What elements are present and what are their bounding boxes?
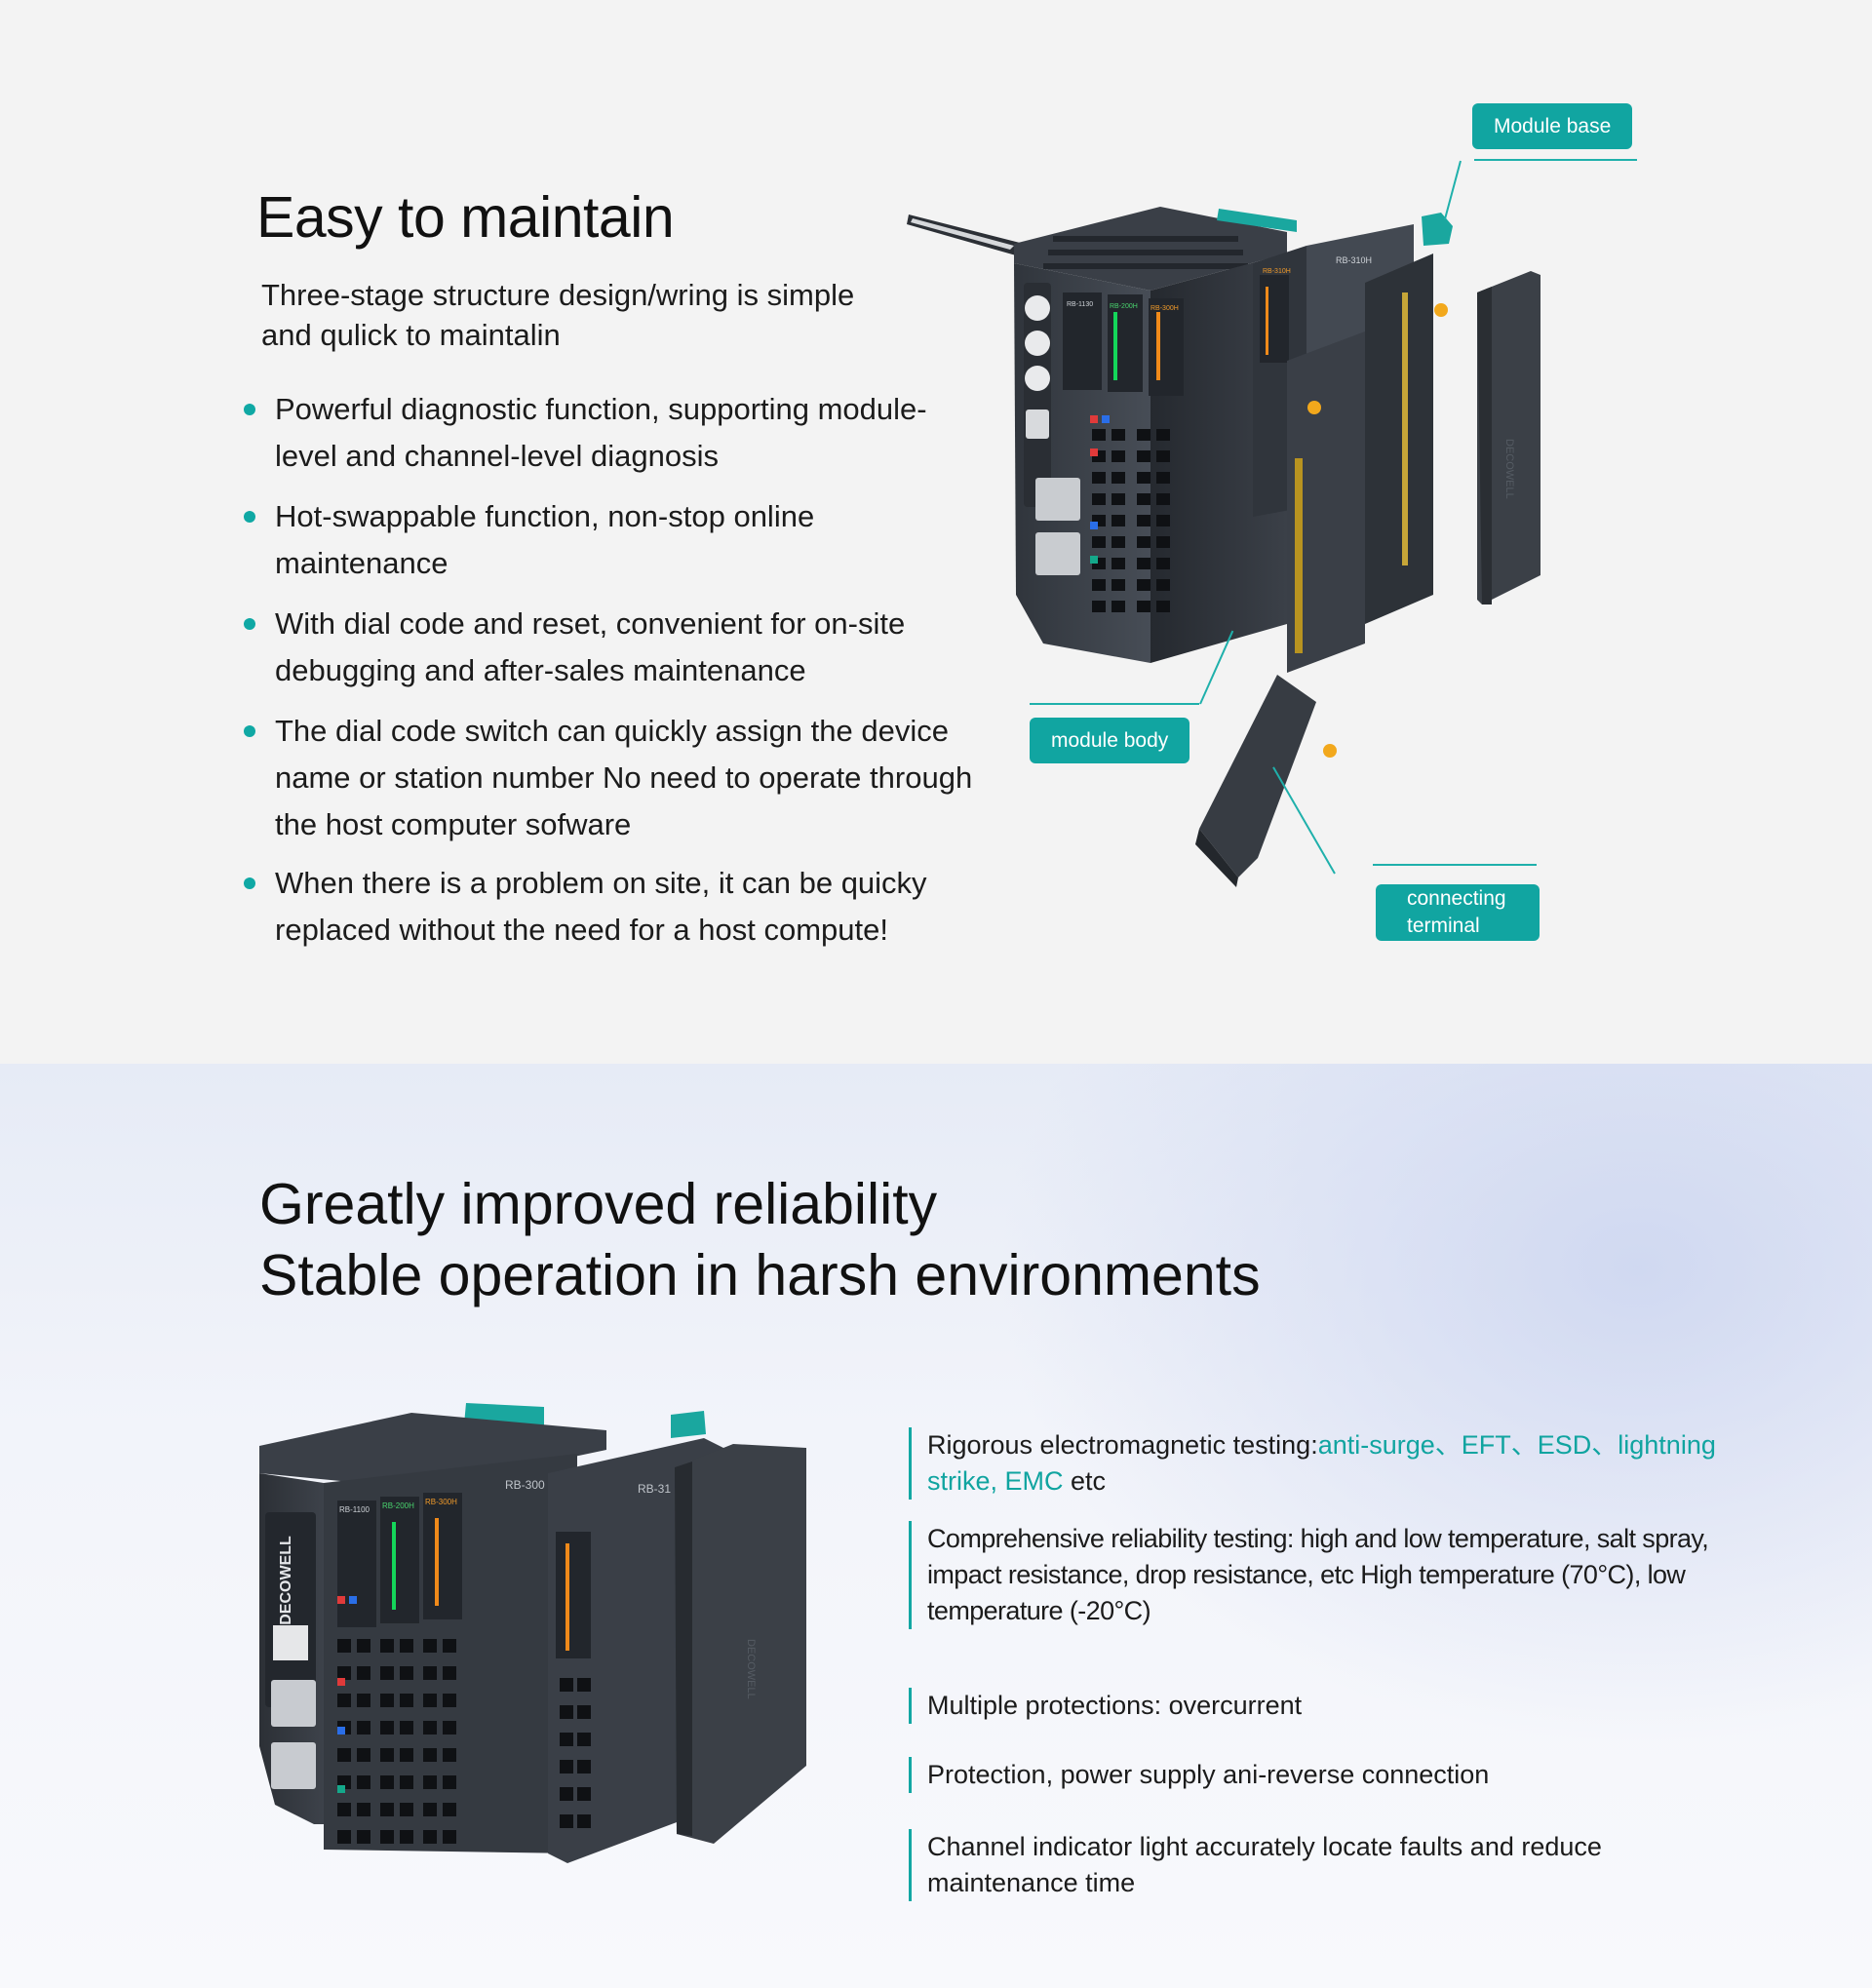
feature-item: When there is a problem on site, it can … (242, 860, 983, 954)
callout-line (1030, 703, 1199, 705)
brand-label: DECOWELL (1503, 439, 1515, 499)
spec-item: Multiple protections: overcurrent (909, 1688, 1747, 1724)
bullet-dot-icon (244, 877, 255, 889)
model-label: RB-200H (382, 1501, 414, 1510)
feature-item: Hot-swappable function, non-stop online … (242, 493, 983, 587)
feature-item: With dial code and reset, convenient for… (242, 601, 983, 694)
feature-item: Powerful diagnostic function, supporting… (242, 386, 983, 480)
bullet-dot-icon (244, 511, 255, 523)
reliability-title-line2: Stable operation in harsh environments (256, 1240, 1264, 1311)
bullet-dot-icon (244, 725, 255, 737)
model-label: RB-200H (1110, 303, 1138, 310)
spec-item: Rigorous electromagnetic testing:anti-su… (909, 1427, 1747, 1500)
connecting-terminal-callout: connecting terminal (1376, 884, 1540, 941)
maintain-title-text: Easy to maintain (256, 185, 675, 250)
model-label: RB-1100 (339, 1505, 370, 1514)
maintain-intro: Three-stage structure design/wring is si… (261, 278, 855, 352)
brand-label: DECOWELL (278, 1536, 294, 1625)
maintain-title: Easy to maintain (256, 183, 675, 252)
model-label: RB-300H (1150, 305, 1179, 312)
model-label: RB-310H (1263, 268, 1291, 275)
spec-item: Comprehensive reliability testing: high … (909, 1521, 1747, 1629)
bullet-dot-icon (244, 404, 255, 415)
model-label: RB-1130 (1067, 301, 1093, 308)
module-base-callout: Module base (1472, 103, 1633, 149)
spec-accent-text: anti-surge、EFT、ESD、lightning strike, EMC (927, 1430, 1716, 1496)
module-body-callout: module body (1030, 718, 1190, 763)
spec-item: Protection, power supply ani-reverse con… (909, 1757, 1747, 1793)
reliability-section: Greatly improved reliability Stable oper… (0, 1064, 1872, 1988)
reliability-title: Greatly improved reliability Stable oper… (255, 1169, 1264, 1311)
assembled-io-module-illustration: DECOWELL RB-1100 RB-200H RB-300H RB-300 … (259, 1403, 806, 1863)
feature-item: The dial code switch can quickly assign … (242, 708, 983, 848)
bullet-dot-icon (244, 618, 255, 630)
model-label: RB-300 (505, 1478, 545, 1492)
model-label: RB-31 (638, 1482, 671, 1496)
spec-item: Channel indicator light accurately locat… (909, 1829, 1630, 1901)
exploded-io-module-illustration: RB-1130 RB-200H RB-300H RB-310H RB-310H (907, 207, 1540, 887)
model-label: RB-300H (425, 1498, 457, 1506)
maintain-feature-list: Powerful diagnostic function, supporting… (242, 386, 983, 967)
callout-line (1474, 159, 1637, 161)
model-label: RB-310H (1336, 255, 1372, 265)
reliability-title-line1: Greatly improved reliability (255, 1169, 941, 1240)
maintain-section: Easy to maintain Three-stage structure d… (242, 103, 1637, 967)
brand-label: DECOWELL (745, 1639, 757, 1699)
callout-line (1373, 864, 1537, 866)
background-glow (994, 1064, 1872, 1746)
